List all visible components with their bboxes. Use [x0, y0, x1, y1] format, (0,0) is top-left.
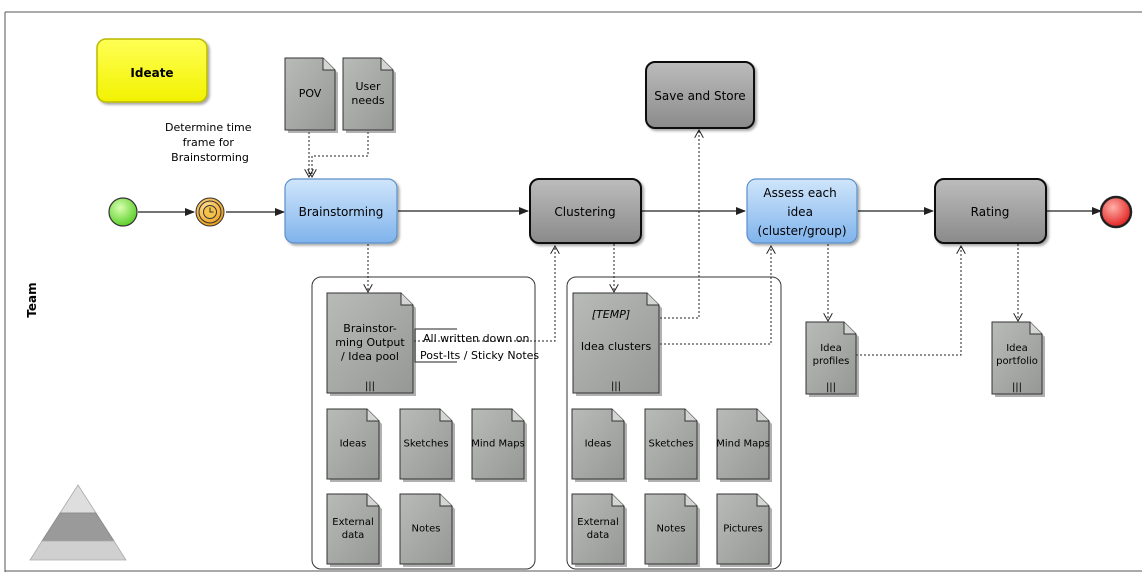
svg-text:Brainstorming: Brainstorming: [299, 205, 384, 219]
timer-event: [195, 197, 225, 227]
group-right-doc-1-label: Ideas: [585, 439, 612, 450]
group-right-doc-2-label: Sketches: [648, 439, 693, 450]
data-object-idea-profiles-collection-marker: |||: [826, 382, 836, 393]
sequence-flows: [138, 207, 1102, 216]
data-associations: [309, 130, 1018, 356]
group-right-doc-3-label: Mind Maps: [716, 439, 770, 450]
task-clustering: Clustering: [529, 178, 642, 244]
group-right-doc-1: Ideas: [571, 408, 627, 482]
group-left-doc-2: Sketches: [399, 408, 455, 482]
svg-text:Clustering: Clustering: [554, 205, 615, 219]
group-right-doc-6-label: Pictures: [723, 524, 763, 535]
lane-label: Team: [25, 282, 39, 317]
data-object-idea-portfolio-collection-marker: |||: [1012, 382, 1022, 393]
group-clustering-artifacts: [566, 276, 782, 570]
group-right-doc-3: Mind Maps: [716, 408, 772, 482]
data-object-idea-clusters-label: Idea clusters: [581, 340, 652, 353]
group-right-doc-5: Notes: [644, 493, 700, 567]
pool-frame: [4, 11, 1142, 572]
phase-label: Ideate: [130, 66, 173, 80]
data-object-pov: POV: [284, 57, 338, 133]
data-object-idea-clusters: Idea clusters ||| [TEMP]: [572, 292, 662, 396]
task-assess-each-idea: Assess each idea (cluster/group): [746, 178, 858, 244]
data-object-pov-label: POV: [299, 87, 322, 100]
group-left-doc-3: Mind Maps: [471, 408, 527, 482]
svg-text:Rating: Rating: [971, 205, 1010, 219]
group-brainstorming-artifacts: [311, 276, 536, 570]
data-object-idea-clusters-collection-marker: |||: [611, 381, 621, 392]
group-right-doc-6: Pictures: [716, 493, 772, 567]
group-left-doc-1-label: Ideas: [340, 439, 367, 450]
postits-annotation: All written down on Post-Its / Sticky No…: [414, 328, 539, 363]
temp-tag: [TEMP]: [592, 308, 630, 321]
svg-text:Save and Store: Save and Store: [654, 89, 745, 103]
svg-text:Assess each idea (: Assess each idea (cluster/group): [757, 186, 846, 238]
group-right-doc-5-label: Notes: [657, 524, 686, 535]
svg-text:All written down on Post: All written down on Post-Its / Sticky No…: [420, 332, 539, 362]
time-annotation: Determine time frame for Brainstorming: [165, 121, 255, 164]
group-left-doc-1: Ideas: [326, 408, 382, 482]
data-object-brainstorming-output-label: Brainstor-ming Output/ Idea pool: [335, 322, 405, 363]
group-left-doc-2-label: Sketches: [403, 439, 448, 450]
group-right-doc-2: Sketches: [644, 408, 700, 482]
pyramid-icon: [29, 484, 127, 561]
group-left-doc-3-label: Mind Maps: [471, 439, 525, 450]
task-rating: Rating: [934, 178, 1047, 244]
data-object-brainstorming-output-collection-marker: |||: [365, 381, 375, 392]
group-left-doc-5-label: Notes: [412, 524, 441, 535]
start-event: [108, 197, 138, 227]
task-save-and-store: Save and Store: [645, 61, 755, 129]
end-event: [1099, 195, 1133, 229]
group-left-doc-5: Notes: [399, 493, 455, 567]
phase-ideate: Ideate: [96, 38, 208, 103]
data-object-brainstorming-output: Brainstor-ming Output/ Idea pool |||: [326, 292, 416, 396]
task-brainstorming: Brainstorming: [284, 178, 398, 244]
